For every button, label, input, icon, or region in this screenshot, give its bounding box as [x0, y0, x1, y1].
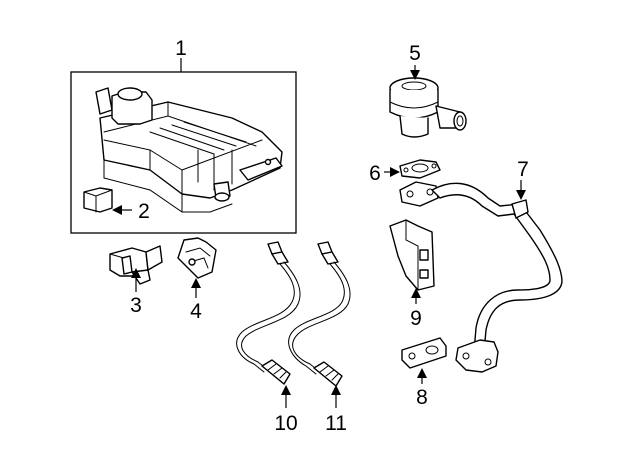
callout-1: 1	[175, 37, 187, 60]
callout-4: 4	[190, 300, 202, 323]
pipe-bracket	[389, 219, 435, 291]
callout-8: 8	[416, 386, 428, 409]
leader-lines	[112, 58, 526, 408]
canister-box	[70, 71, 297, 234]
oxygen-sensor-11	[288, 241, 351, 387]
callout-7: 7	[517, 158, 529, 181]
callout-9: 9	[410, 307, 422, 330]
callout-2: 2	[138, 200, 150, 223]
pipe-gasket	[401, 337, 447, 369]
gasket	[399, 159, 441, 179]
callout-10: 10	[274, 412, 297, 435]
callout-11: 11	[325, 412, 347, 435]
egr-valve	[389, 77, 467, 138]
charcoal-canister	[95, 87, 283, 213]
purge-sensor	[83, 187, 113, 213]
oxygen-sensor-10	[236, 241, 301, 385]
callout-labels: 1 2 3 4 5 6 7 8 9 10 11	[130, 37, 529, 435]
hose-bracket	[177, 237, 217, 279]
callout-3: 3	[130, 294, 142, 317]
egr-pipe	[399, 181, 563, 373]
callout-5: 5	[409, 42, 421, 65]
canister-group	[70, 71, 297, 234]
vsv-valve	[109, 245, 163, 285]
callout-6: 6	[369, 162, 381, 185]
